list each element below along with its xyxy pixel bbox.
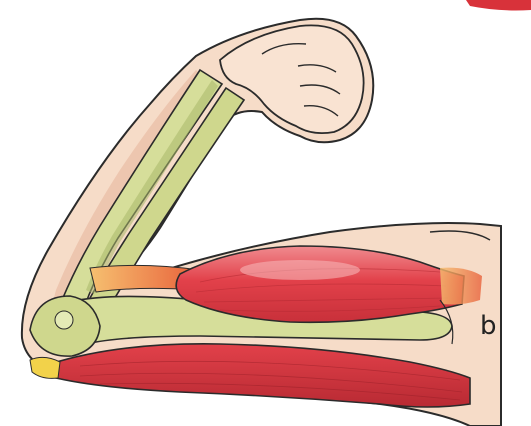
triceps-tendon — [30, 357, 60, 378]
label-b: b — [480, 313, 497, 339]
biceps-upper-tendon — [440, 268, 482, 305]
corner-accent — [466, 0, 531, 11]
elbow-highlight — [55, 311, 73, 329]
biceps-highlight — [240, 260, 360, 280]
